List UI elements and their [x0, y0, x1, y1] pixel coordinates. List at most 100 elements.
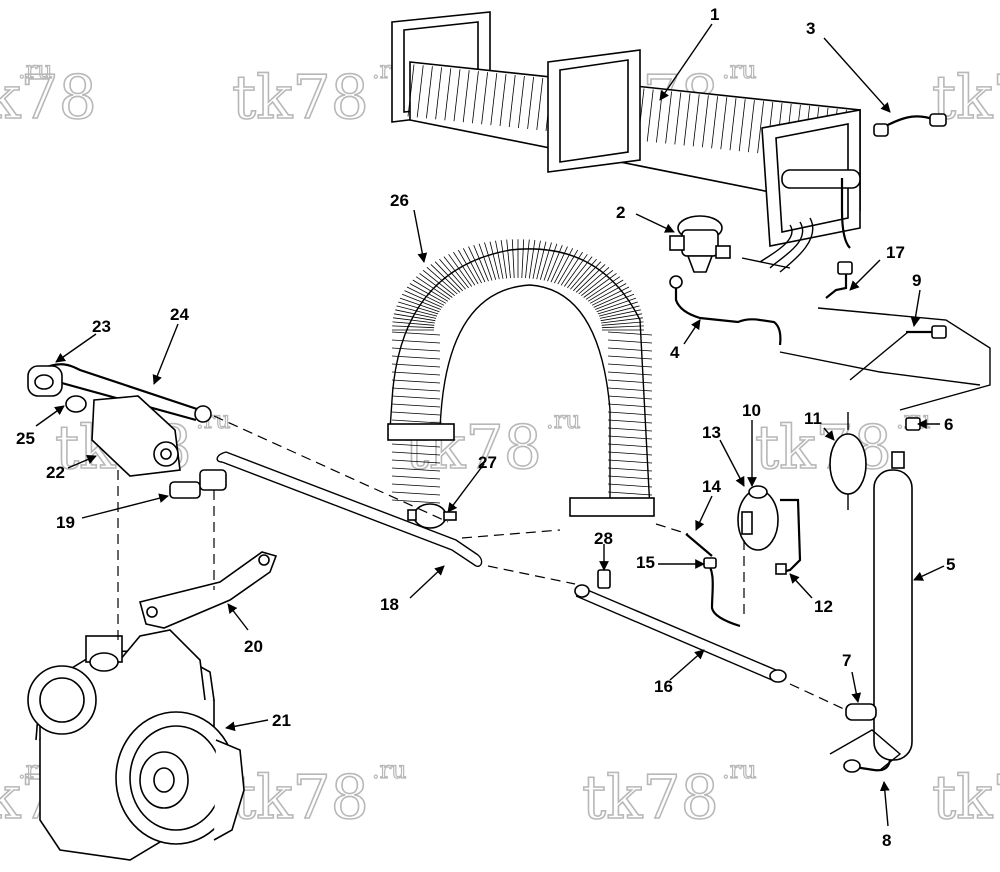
coil-fin — [692, 94, 700, 147]
condenser-fin — [607, 459, 653, 464]
watermark: tk78 .ru — [0, 55, 98, 133]
compressor — [27, 629, 245, 861]
callout-9: 9 — [912, 271, 921, 290]
condenser-fin — [506, 239, 511, 279]
condenser-fin — [607, 443, 653, 448]
callout-26: 26 — [390, 191, 409, 210]
coil-fin — [757, 101, 764, 154]
condenser-fin — [462, 248, 482, 284]
condenser-fin — [596, 297, 637, 313]
condenser-fin — [557, 249, 579, 285]
fitting-part-19 — [169, 469, 227, 499]
svg-text:tk78: tk78 — [232, 63, 369, 133]
condenser-fin — [495, 240, 504, 279]
tube-part-14 — [685, 533, 713, 557]
condenser-fin — [468, 246, 486, 283]
receiver-tank — [829, 412, 867, 510]
svg-text:.ru: .ru — [546, 406, 581, 434]
callout-8: 8 — [882, 831, 891, 850]
callout-19: 19 — [56, 513, 75, 532]
callout-16: 16 — [654, 677, 673, 696]
condenser-fin — [560, 251, 583, 286]
condenser-fin — [607, 395, 653, 400]
condenser-fin — [393, 313, 436, 322]
condenser-fin — [391, 419, 441, 424]
callout-18: 18 — [380, 595, 399, 614]
condenser-fin — [607, 371, 653, 376]
callout-20: 20 — [244, 637, 263, 656]
condenser-fin — [391, 499, 441, 504]
coil-fin — [407, 64, 415, 117]
callout-17: 17 — [886, 243, 905, 262]
coil-fin — [646, 89, 654, 142]
coil-fin — [508, 75, 516, 128]
condenser-fin — [550, 246, 568, 283]
coil-fin — [518, 75, 525, 129]
condenser-fin — [585, 276, 621, 300]
coil-fin — [738, 99, 746, 152]
condenser-fin — [607, 427, 653, 432]
callout-25: 25 — [16, 429, 35, 448]
callout-1: 1 — [710, 5, 719, 24]
coil-fin — [702, 95, 709, 148]
condenser-fin — [601, 317, 643, 324]
coil-fin — [490, 73, 498, 126]
condenser-fin — [607, 387, 653, 392]
condenser-fin — [521, 239, 525, 279]
watermark: tk78 .ru — [581, 755, 757, 833]
condenser-fin — [391, 379, 441, 384]
condenser-fin — [395, 309, 437, 319]
vertical-tank-part-5 — [873, 451, 913, 761]
callout-2: 2 — [616, 203, 625, 222]
expansion-valve — [669, 215, 731, 289]
callout-arrows — [35, 23, 945, 827]
condenser-fin — [581, 269, 614, 297]
svg-text:tk78: tk78 — [232, 763, 369, 833]
discharge-line-part-18 — [216, 451, 483, 567]
watermark: tk78 .ru — [231, 755, 407, 833]
callout-24: 24 — [170, 305, 189, 324]
condenser-fin — [484, 242, 497, 280]
callout-14: 14 — [702, 477, 721, 496]
condenser-fin — [607, 491, 653, 496]
gasket-part-25 — [65, 395, 87, 413]
condenser-fin — [489, 241, 500, 280]
condenser-fin — [391, 371, 441, 376]
tube-part-9 — [849, 325, 947, 381]
coil-fin — [720, 97, 728, 150]
svg-text:tk78: tk78 — [932, 763, 1000, 833]
svg-text:.ru: .ru — [372, 756, 407, 784]
condenser-fin — [607, 331, 653, 336]
coil-fin — [711, 96, 718, 149]
condenser-fin — [391, 459, 441, 464]
condenser-fin — [406, 286, 445, 306]
coil-fin — [729, 98, 737, 151]
callout-27: 27 — [478, 453, 497, 472]
callout-10: 10 — [742, 401, 761, 420]
callout-11: 11 — [804, 409, 822, 428]
callout-labels: 1 2 3 4 5 6 7 8 9 10 11 12 13 14 15 16 1… — [16, 5, 955, 850]
fitting-part-17 — [825, 261, 853, 299]
condenser-fin — [391, 467, 441, 472]
condenser-fin — [391, 355, 441, 360]
tube-part-15 — [703, 557, 741, 628]
svg-text:tk78: tk78 — [755, 413, 892, 483]
condenser-fin — [511, 239, 515, 279]
coil-fin — [472, 71, 479, 124]
condenser-fin — [532, 240, 541, 279]
condenser-fin — [593, 290, 632, 308]
condenser-fin — [570, 258, 597, 290]
svg-text:.ru: .ru — [722, 756, 757, 784]
condenser-fin — [607, 475, 653, 480]
coil-fin — [499, 74, 507, 127]
condenser-fin — [601, 321, 644, 326]
condenser-fin — [528, 240, 536, 279]
condenser-fin — [600, 313, 643, 322]
callout-6: 6 — [944, 415, 953, 434]
condenser-fin — [578, 266, 610, 295]
hose-part-16 — [574, 584, 787, 683]
watermark: tk78 — [931, 762, 1000, 834]
condenser-fin — [607, 435, 653, 440]
condenser-fin — [536, 241, 547, 280]
